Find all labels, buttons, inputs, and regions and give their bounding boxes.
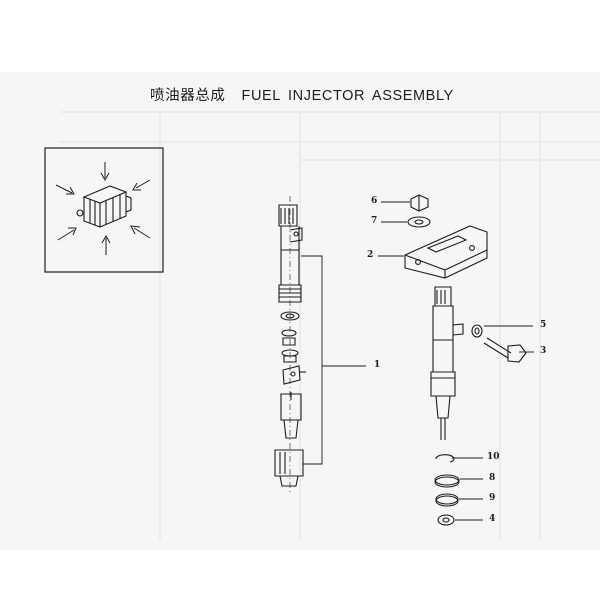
right-parts <box>378 194 534 526</box>
callout-1: 1 <box>374 360 381 370</box>
callout-10: 10 <box>487 452 500 462</box>
callout-5: 5 <box>540 320 547 330</box>
callout-7: 7 <box>371 216 378 226</box>
callout-3: 3 <box>540 346 547 356</box>
exploded-injector <box>274 196 366 492</box>
callout-2: 2 <box>367 250 374 260</box>
callout-8: 8 <box>489 473 496 483</box>
injector-block-sketch <box>76 185 132 228</box>
page-title: 喷油器总成 FUEL INJECTOR ASSEMBLY <box>150 84 454 105</box>
title-chinese: 喷油器总成 <box>150 88 226 104</box>
callout-6: 6 <box>371 196 378 206</box>
title-english: FUEL INJECTOR ASSEMBLY <box>241 88 454 104</box>
location-arrows <box>55 162 151 255</box>
engine-location-thumbnail <box>44 147 164 273</box>
callout-4: 4 <box>489 514 496 524</box>
callout-9: 9 <box>489 493 496 503</box>
